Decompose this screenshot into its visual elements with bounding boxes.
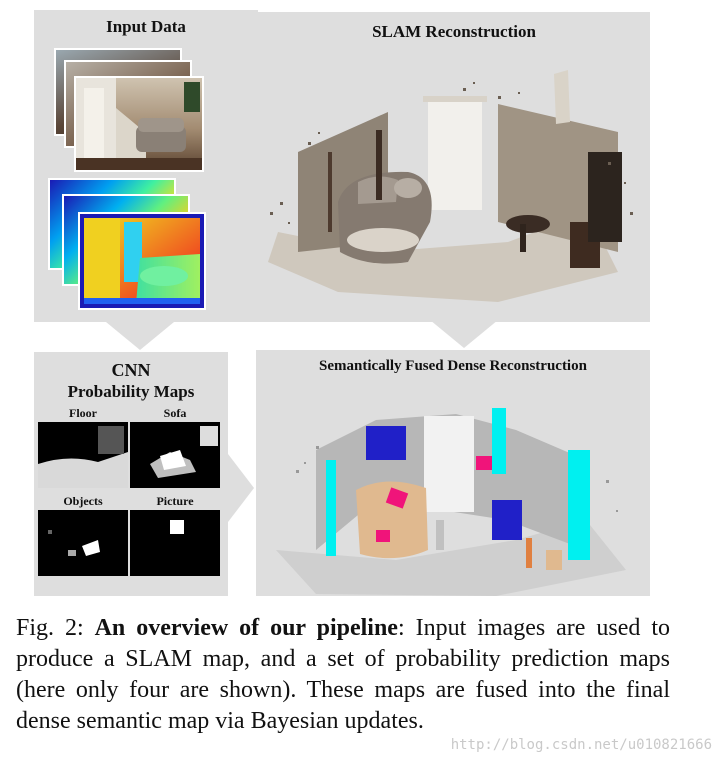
caption-prefix: Fig. 2: bbox=[16, 615, 95, 641]
depth-frame-front bbox=[78, 212, 206, 310]
living-room-photo bbox=[76, 78, 202, 170]
floor-probability-map bbox=[38, 422, 128, 488]
depth-map-image bbox=[80, 214, 204, 308]
input-data-title: Input Data bbox=[34, 17, 258, 37]
arrow-cnn-to-fused bbox=[228, 454, 254, 522]
input-data-panel: Input Data bbox=[34, 10, 258, 322]
fused-semantic-reconstruction bbox=[256, 350, 650, 596]
slam-panel: SLAM Reconstruction bbox=[258, 12, 650, 322]
caption-bold: An overview of our pipeline bbox=[95, 615, 398, 641]
map-label-sofa: Sofa bbox=[130, 406, 220, 421]
cnn-title-line1: CNN bbox=[34, 360, 228, 381]
arrow-input-to-cnn bbox=[106, 322, 174, 350]
picture-probability-map bbox=[130, 510, 220, 576]
map-label-picture: Picture bbox=[130, 494, 220, 509]
map-label-objects: Objects bbox=[38, 494, 128, 509]
objects-probability-map bbox=[38, 510, 128, 576]
fused-panel: Semantically Fused Dense Reconstruction bbox=[256, 350, 650, 596]
cnn-panel: CNN Probability Maps Floor Sofa Objects … bbox=[34, 352, 228, 596]
map-label-floor: Floor bbox=[38, 406, 128, 421]
rgb-frame-front bbox=[74, 76, 204, 172]
slam-point-cloud bbox=[258, 12, 650, 322]
arrow-slam-to-fused bbox=[430, 320, 498, 348]
arrow-input-to-slam-head bbox=[232, 118, 256, 186]
watermark: http://blog.csdn.net/u010821666 bbox=[451, 737, 712, 753]
figure-caption: Fig. 2: An overview of our pipeline: Inp… bbox=[16, 613, 670, 737]
sofa-probability-map bbox=[130, 422, 220, 488]
cnn-title-line2: Probability Maps bbox=[34, 382, 228, 402]
